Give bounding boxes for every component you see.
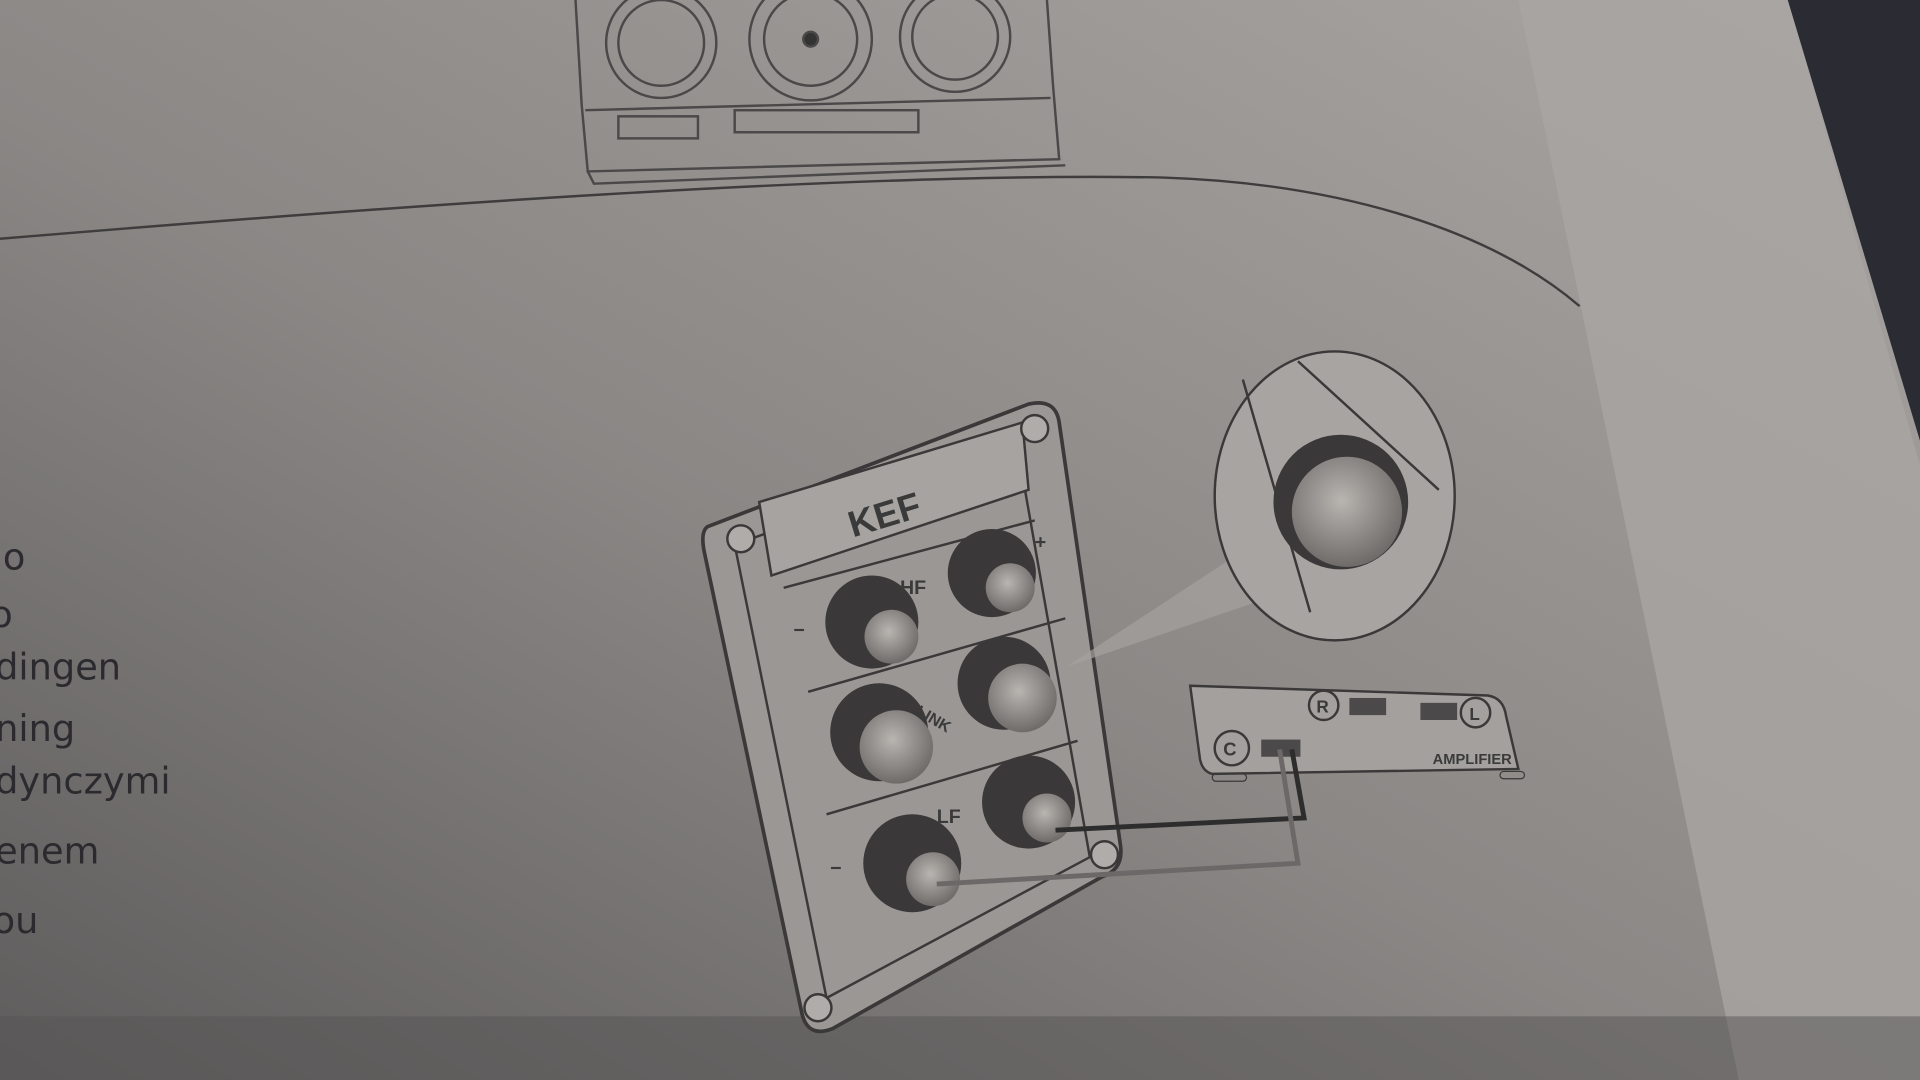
black-speaker-cable — [1055, 748, 1307, 833]
amplifier-label: AMPLIFIER — [1433, 752, 1513, 768]
lf-plus-label: + — [1044, 757, 1055, 779]
background-dark-corner — [1787, 0, 1920, 441]
hf-label: HF — [900, 577, 926, 599]
lf-plus-terminal — [982, 755, 1076, 849]
amplifier: R L C AMPLIFIER — [1188, 684, 1526, 782]
side-text-line: o — [0, 593, 13, 636]
zoom-callout — [1065, 350, 1456, 668]
hf-minus-label: − — [793, 620, 804, 642]
side-text-line: ou — [0, 899, 38, 942]
side-text-line: dingen — [0, 646, 121, 689]
amp-channel-r: R — [1316, 697, 1329, 717]
terminal-panel: KEF HF LF LINK + + − − — [701, 401, 1123, 1034]
grey-speaker-cable — [936, 748, 1301, 887]
side-text-line: enem — [0, 829, 99, 872]
page-divider-curve — [0, 175, 1581, 308]
hf-minus-terminal — [825, 575, 919, 669]
amp-channel-l: L — [1469, 704, 1479, 724]
right-page-edge — [1518, 0, 1920, 1080]
link-knob-left — [830, 683, 934, 784]
center-speaker-drawing — [574, 0, 1066, 185]
side-text-line: lo — [0, 535, 25, 578]
link-knob-right — [957, 636, 1057, 733]
side-text-column: lo o dingen ning dynczymi enem ou — [0, 535, 171, 942]
amp-channel-c: C — [1223, 739, 1236, 760]
hf-plus-terminal — [947, 528, 1036, 618]
side-text-line: dynczymi — [0, 759, 171, 802]
lf-minus-label: − — [830, 857, 841, 879]
hf-plus-label: + — [1035, 532, 1046, 554]
lf-minus-terminal — [863, 814, 962, 913]
side-text-line: ning — [0, 707, 75, 750]
lf-label: LF — [937, 806, 961, 828]
